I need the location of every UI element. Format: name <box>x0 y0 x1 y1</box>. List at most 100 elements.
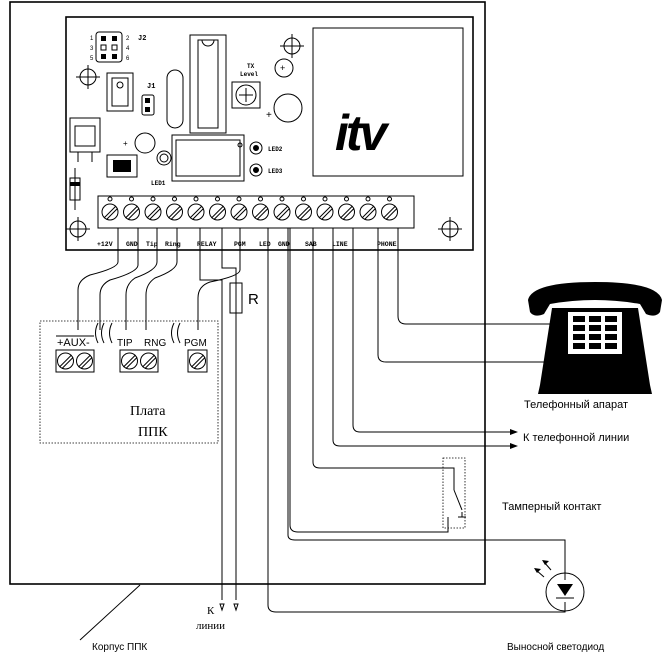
relay-output-wires <box>199 228 239 612</box>
capacitor-small: + <box>123 132 156 154</box>
resistor-label: R <box>248 291 259 308</box>
line-wire-1 <box>332 228 510 447</box>
board-screw-terminal <box>381 203 398 221</box>
board-screw-terminal <box>338 203 355 221</box>
led2 <box>249 141 263 155</box>
terminal-label-gnd: GND <box>126 241 138 248</box>
mounting-hole-top-middle <box>280 34 304 58</box>
tx-level-trimmer <box>231 81 261 109</box>
tamper-contact-box <box>442 457 466 529</box>
cp-screw-terminal <box>57 352 74 370</box>
board-screw-terminal <box>144 203 162 221</box>
control-panel-terminals <box>55 349 208 373</box>
phone-line-label: К телефонной линии <box>523 432 629 444</box>
cp-title-line2: ППК <box>138 425 168 440</box>
terminal-pin <box>129 196 134 202</box>
crystal <box>166 69 184 129</box>
pcb-board <box>65 16 474 251</box>
terminal-pin <box>107 196 113 202</box>
led3 <box>249 163 263 177</box>
tamper-label: Тамперный контакт <box>502 501 601 513</box>
terminal-pin <box>193 196 199 202</box>
j1-label: J1 <box>147 83 155 91</box>
level-label: Level <box>240 71 258 78</box>
dip16-chip <box>189 34 227 134</box>
itv-logo: itv <box>335 105 391 161</box>
mounting-hole-bottom-left <box>66 217 90 241</box>
board-screw-terminal <box>123 203 140 221</box>
cp-screw-terminal <box>189 352 206 370</box>
tamper-return-wire <box>289 228 449 533</box>
line-arrow-2 <box>510 429 518 435</box>
cp-pgm-label: PGM <box>184 338 207 349</box>
board-screw-terminal <box>252 203 269 221</box>
terminal-pin <box>236 196 242 202</box>
board-screw-terminal <box>166 203 183 221</box>
dip8-chip <box>106 72 134 112</box>
terminal-label-relay: RELAY <box>197 241 217 248</box>
board-screw-terminal <box>187 203 205 221</box>
line-arrow-1 <box>510 443 518 449</box>
mounting-hole-bottom-right <box>438 217 462 241</box>
to-line-label-2: линии <box>196 620 225 632</box>
led3-label: LED3 <box>268 168 283 175</box>
svg-text:+: + <box>266 110 272 121</box>
terminal-label-phone: PHONE <box>377 241 397 248</box>
enclosure-outline <box>9 1 486 585</box>
small-relay <box>106 154 138 178</box>
led-wire <box>267 228 566 613</box>
board-screw-terminal <box>316 203 334 221</box>
capacitor-top: + <box>274 58 294 78</box>
pin-4-label: 4 <box>126 46 130 52</box>
mounting-hole-top-left <box>76 65 100 89</box>
terminal-pin <box>172 196 177 202</box>
case-pointer-line <box>79 584 141 641</box>
radio-module <box>312 27 464 177</box>
board-terminals <box>101 196 398 221</box>
board-terminal-block <box>97 195 415 229</box>
pin-1-label: 1 <box>90 36 94 42</box>
cp-terminal-block <box>187 349 208 373</box>
panel-wires <box>77 228 241 344</box>
terminal-label-gnd2: GND <box>278 241 290 248</box>
terminal-pin <box>215 196 220 202</box>
relay-module <box>171 134 245 182</box>
capacitor-large: + <box>266 93 303 123</box>
terminal-pin <box>322 196 328 202</box>
tx-label: TX <box>247 63 255 70</box>
terminal-label-led: LED <box>259 241 271 248</box>
led1 <box>156 150 172 166</box>
terminal-label-ring: Ring <box>165 241 181 248</box>
led2-label: LED2 <box>268 146 283 153</box>
svg-text:+: + <box>280 63 285 73</box>
terminal-pin <box>279 196 285 202</box>
terminal-label-sab: SAB <box>305 241 317 248</box>
voltage-regulator <box>69 117 101 162</box>
terminal-label-12v: +12V <box>97 241 113 248</box>
terminal-pin <box>365 196 371 202</box>
tamper-switch <box>453 489 466 518</box>
gnd-wire <box>287 228 566 580</box>
cp-rng-label: RNG <box>144 338 166 349</box>
cp-screw-terminal <box>121 352 138 370</box>
terminal-pin <box>150 196 156 202</box>
jumper-j2 <box>95 31 123 63</box>
telephone-icon <box>528 282 662 394</box>
to-line-label-1: К <box>207 605 215 617</box>
board-screw-terminal <box>295 203 312 221</box>
board-screw-terminal <box>273 203 291 221</box>
cp-terminal-block <box>55 349 95 373</box>
phone-wire-2 <box>397 228 555 325</box>
svg-text:+: + <box>123 139 128 148</box>
pin-5-label: 5 <box>90 56 94 62</box>
j2-label: J2 <box>138 35 146 43</box>
board-screw-terminal <box>230 203 248 221</box>
line-wire-2 <box>352 228 510 433</box>
sab-wire <box>312 228 455 490</box>
board-screw-terminal <box>101 203 119 221</box>
phone-wire-1 <box>377 228 548 363</box>
cp-terminal-block <box>119 349 159 373</box>
resistor <box>229 282 243 314</box>
pin-3-label: 3 <box>90 46 94 52</box>
